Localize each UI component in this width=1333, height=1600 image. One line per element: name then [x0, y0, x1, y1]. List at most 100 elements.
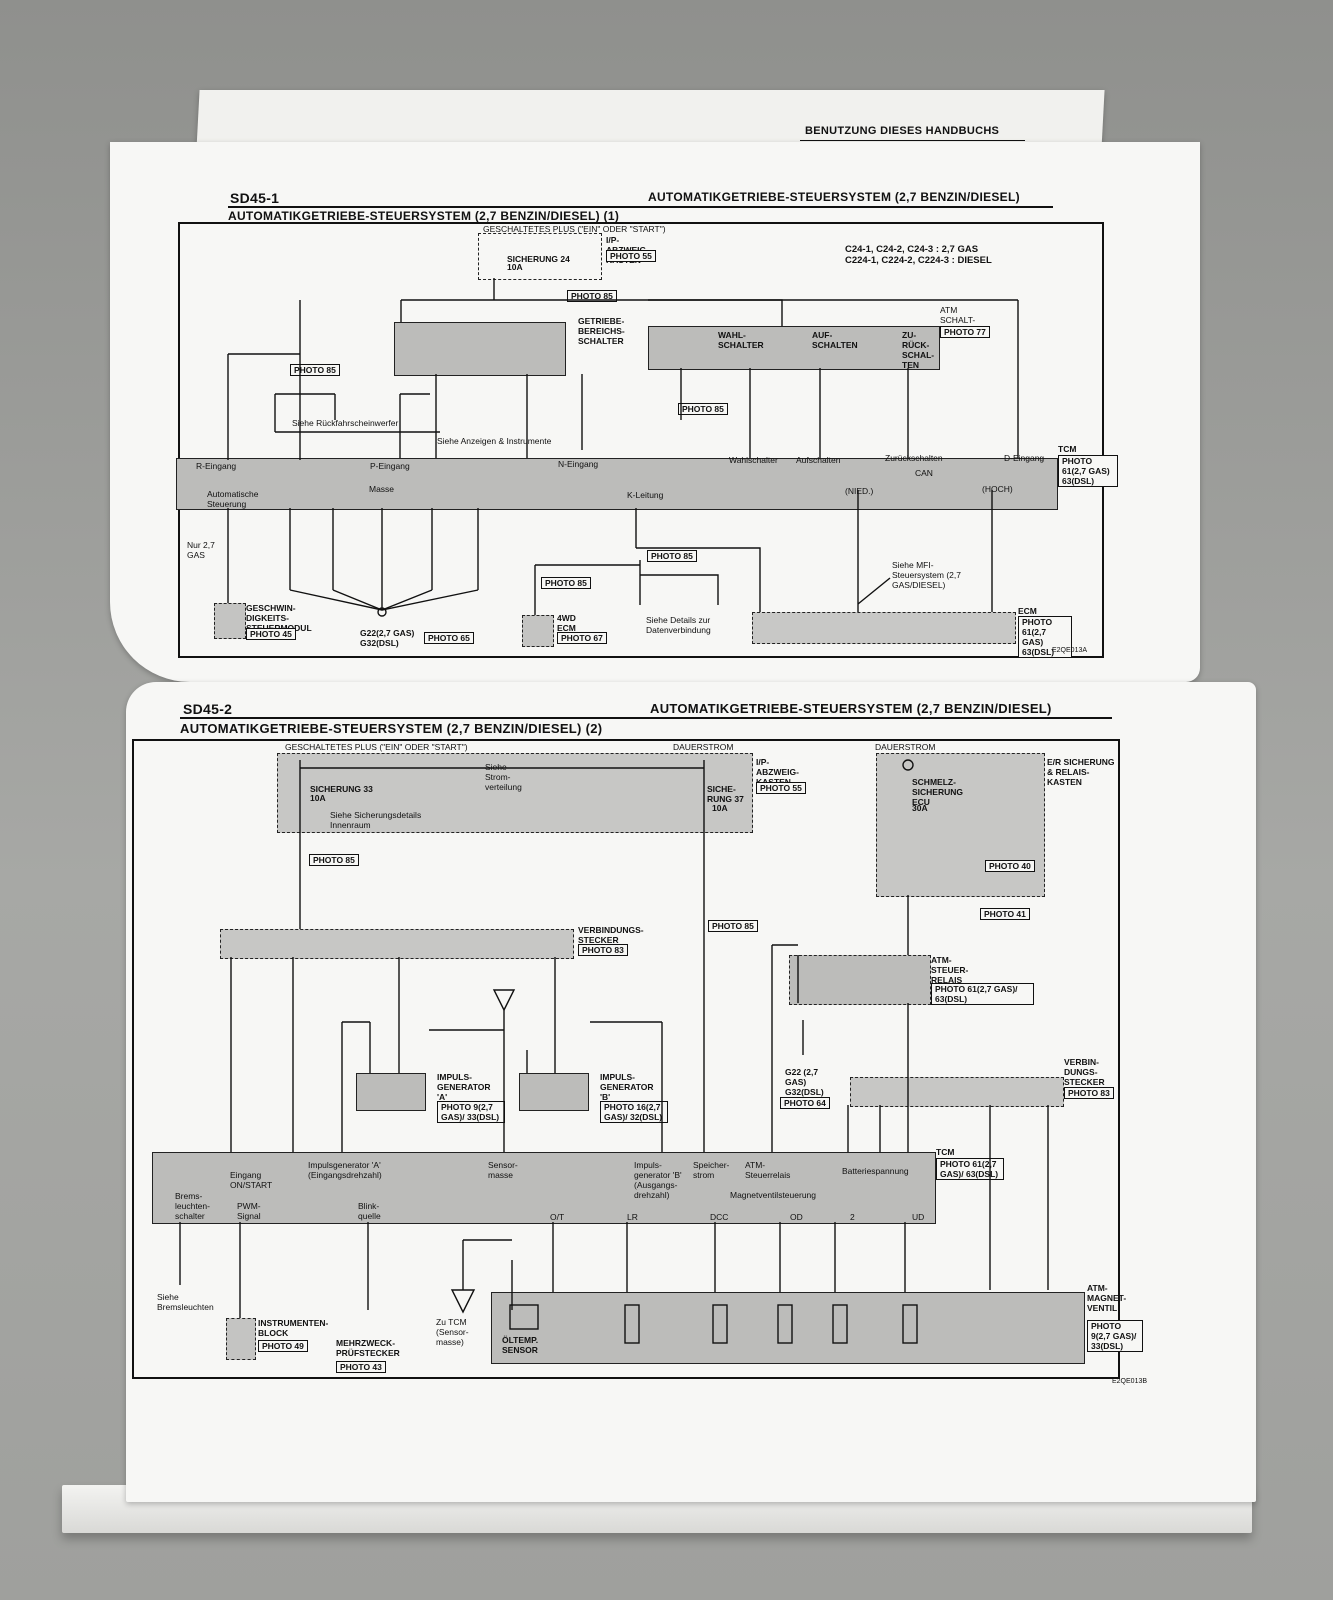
brake-lamp-ref: Siehe Bremsleuchten	[157, 1292, 214, 1312]
atm-solenoid-photo: PHOTO 9(2,7 GAS)/ 33(DSL)	[1087, 1320, 1143, 1352]
atm-control-relay	[789, 955, 931, 1005]
can-low-label: (NIED.)	[845, 486, 874, 496]
bottom-plus-label: GESCHALTETES PLUS ("EIN" ODER "START")	[285, 742, 468, 752]
solenoid-dcc: DCC	[710, 1212, 729, 1222]
atm-solenoid-label: ATM-MAGNET-VENTIL	[1087, 1283, 1127, 1313]
bottom-photo-55: PHOTO 55	[756, 782, 806, 794]
bottom-tcm-module	[152, 1152, 936, 1224]
k-line-label: K-Leitung	[627, 490, 664, 500]
top-section-title: AUTOMATIKGETRIEBE-STEUERSYSTEM (2,7 BENZ…	[648, 190, 1020, 204]
bottom-photo-83-a: PHOTO 83	[578, 944, 628, 956]
back-page-header: BENUTZUNG DIESES HANDBUCHS	[805, 125, 1000, 137]
top-photo-85-c: PHOTO 85	[678, 403, 728, 415]
pulse-generator-a	[356, 1073, 426, 1111]
pulse-generator-b-label: IMPULS-GENERATOR 'B'	[600, 1072, 654, 1102]
connector-1-label: VERBINDUNGS-STECKER	[578, 925, 644, 945]
er-fuse-box-label: E/R SICHERUNG & RELAIS-KASTEN	[1047, 757, 1115, 787]
tcm-pin-sensor-ground: Sensor-masse	[488, 1160, 518, 1180]
bottom-drawing-code: E2QE013B	[1112, 1378, 1148, 1385]
reverse-lamp-ref: Siehe Rückfahrscheinwerfer	[292, 418, 399, 428]
tcm-pin-p: P-Eingang	[370, 461, 410, 471]
top-photo-85-d: PHOTO 85	[647, 550, 697, 562]
bottom-photo-40: PHOTO 40	[985, 860, 1035, 872]
shift-lever-box	[648, 326, 940, 370]
instrument-cluster	[226, 1318, 256, 1360]
solenoid-control-label: Magnetventilsteuerung	[730, 1190, 817, 1200]
atm-solenoid-valve	[491, 1292, 1085, 1364]
upshift-label: AUF-SCHALTEN	[812, 330, 858, 350]
select-switch-label: WAHL-SCHALTER	[718, 330, 764, 350]
tcm-pin-down: Zurückschalten	[885, 453, 943, 463]
bottom-constant-1: DAUERSTROM	[673, 742, 734, 752]
gear-range-switch-label: GETRIEBE-BEREICHS-SCHALTER	[578, 316, 625, 346]
top-photo-77: PHOTO 77	[940, 326, 990, 338]
solenoid-ot: O/T	[550, 1212, 565, 1222]
top-photo-85-e: PHOTO 85	[541, 577, 591, 589]
fusible-link-label: SCHMELZ-SICHERUNG ECU	[912, 777, 964, 807]
ecm-label: ECM	[1018, 606, 1037, 616]
fuse-33-label: SICHERUNG 33	[310, 784, 373, 794]
tcm-pin-atm-relay: ATM-Steuerrelais	[745, 1160, 791, 1180]
bottom-photo-43: PHOTO 43	[336, 1361, 386, 1373]
atm-control-relay-photo: PHOTO 61(2,7 GAS)/ 63(DSL)	[931, 983, 1034, 1005]
power-distribution-ref: Siehe Strom-verteilung	[485, 762, 522, 792]
solenoid-2: 2	[850, 1212, 855, 1222]
4wd-ecm	[522, 615, 554, 647]
bottom-photo-83-b: PHOTO 83	[1064, 1087, 1114, 1099]
tcm-pin-up: Aufschalten	[796, 455, 841, 465]
only-27-gas-label: Nur 2,7 GAS	[187, 540, 215, 560]
instruments-ref: Siehe Anzeigen & Instrumente	[437, 436, 552, 446]
pulse-generator-b-photo: PHOTO 16(2,7 GAS)/ 32(DSL)	[600, 1101, 668, 1123]
back-page-rule	[800, 140, 1025, 141]
bottom-photo-85-b: PHOTO 85	[708, 920, 758, 932]
tcm-pin-select: Wahlschalter	[729, 455, 778, 465]
top-photo-85-b: PHOTO 85	[290, 364, 340, 376]
tcm-pin-memory: Speicher-strom	[693, 1160, 730, 1180]
top-legend-1: C24-1, C24-2, C24-3 : 2,7 GAS	[845, 244, 979, 255]
bottom-photo-85-a: PHOTO 85	[309, 854, 359, 866]
top-photo-55: PHOTO 55	[606, 250, 656, 262]
bottom-photo-49: PHOTO 49	[258, 1340, 308, 1352]
downshift-label: ZU-RÜCK-SCHAL-TEN	[902, 330, 935, 370]
mfi-ref: Siehe MFI-Steuersystem (2,7 GAS/DIESEL)	[892, 560, 961, 590]
interior-fuse-ref: Siehe Sicherungsdetails Innenraum	[330, 810, 422, 830]
top-tcm-module	[176, 458, 1058, 510]
bottom-diagram-frame	[132, 739, 1120, 1379]
atm-control-relay-label: ATM-STEUER-RELAIS	[931, 955, 969, 985]
pulse-generator-a-label: IMPULS-GENERATOR 'A'	[437, 1072, 491, 1102]
bottom-header-rule	[180, 717, 1112, 719]
brake-switch-label: Brems-leuchten-schalter	[175, 1191, 210, 1221]
diag-connector-label: MEHRZWECK-PRÜFSTECKER	[336, 1338, 400, 1358]
speed-module	[214, 603, 246, 639]
top-fuse-box	[478, 233, 602, 280]
tcm-pin-pulse-a: Impulsgenerator 'A' (Eingangsdrehzahl)	[308, 1160, 382, 1180]
top-legend-2: C224-1, C224-2, C224-3 : DIESEL	[845, 255, 992, 266]
4wd-ecm-label: 4WD ECM	[557, 613, 576, 633]
bottom-diagram-title: AUTOMATIKGETRIEBE-STEUERSYSTEM (2,7 BENZ…	[180, 721, 603, 736]
top-photo-45: PHOTO 45	[246, 628, 296, 640]
solenoid-ud: UD	[912, 1212, 925, 1222]
oil-temp-sensor-label: ÖLTEMP. SENSOR	[502, 1335, 539, 1355]
fuse-33-amp: 10A	[310, 793, 326, 803]
pwm-signal-label: PWM-Signal	[237, 1201, 261, 1221]
bottom-tcm-label: TCM	[936, 1147, 955, 1157]
bottom-tcm-photo: PHOTO 61(2,7 GAS)/ 63(DSL)	[936, 1158, 1004, 1180]
tcm-pin-battery: Batteriespannung	[842, 1166, 909, 1176]
top-fuse-amp: 10A	[507, 262, 523, 272]
tcm-pin-d: D-Eingang	[1004, 453, 1045, 463]
blink-source-label: Blink-quelle	[358, 1201, 381, 1221]
bottom-section-title: AUTOMATIKGETRIEBE-STEUERSYSTEM (2,7 BENZ…	[650, 701, 1052, 716]
gear-range-switch	[394, 322, 566, 376]
ground-label: Masse	[369, 484, 395, 494]
top-diagram-frame	[178, 222, 1104, 658]
top-ecm-module	[752, 612, 1016, 644]
tcm-pin-on-start: Eingang ON/START	[230, 1170, 273, 1190]
pulse-generator-a-photo: PHOTO 9(2,7 GAS)/ 33(DSL)	[437, 1101, 505, 1123]
instrument-cluster-label: INSTRUMENTEN-BLOCK	[258, 1318, 329, 1338]
bottom-ground-label: G22 (2,7 GAS) G32(DSL)	[785, 1067, 824, 1097]
to-tcm-label: Zu TCM (Sensor-masse)	[436, 1317, 469, 1347]
top-plus-label: GESCHALTETES PLUS ("EIN" ODER "START")	[483, 224, 666, 234]
data-link-ref: Siehe Details zur Datenverbindung	[646, 615, 711, 635]
top-header-rule	[228, 206, 1053, 208]
